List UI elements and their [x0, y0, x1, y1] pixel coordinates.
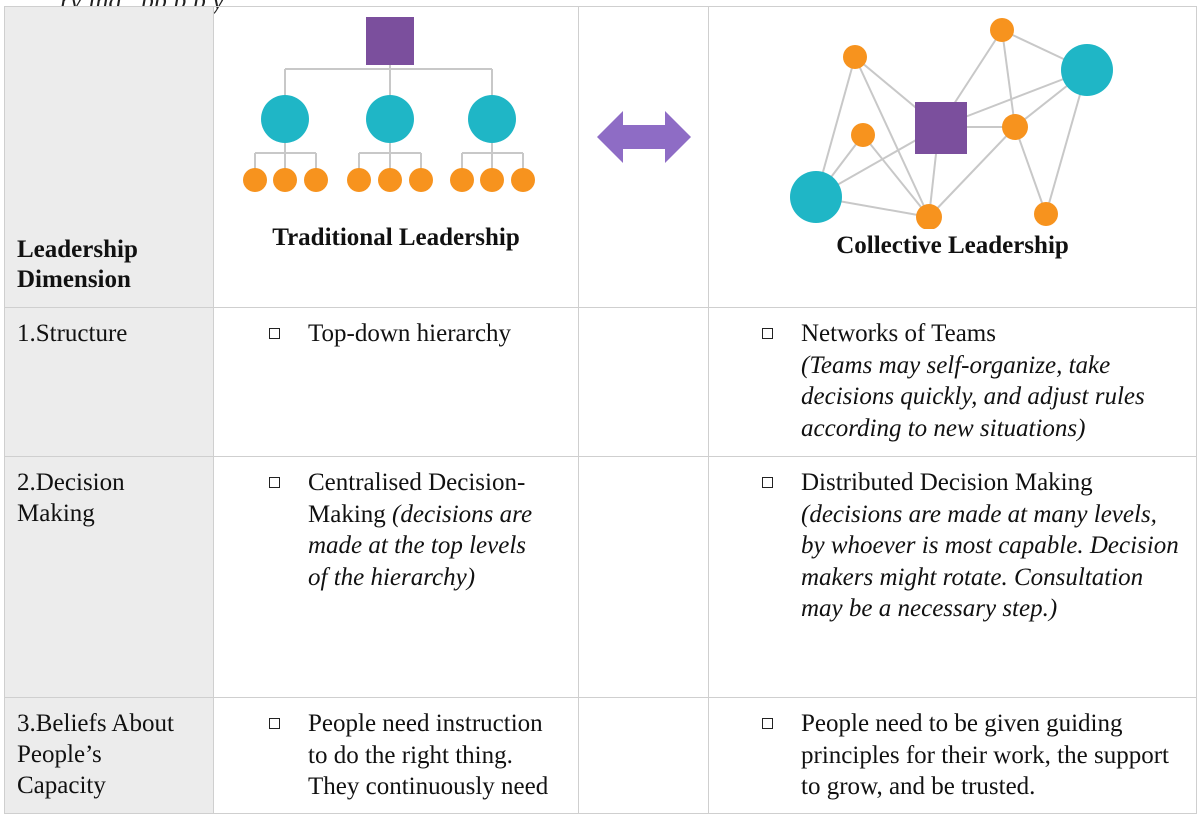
member-node [851, 123, 875, 147]
spacer-cell [578, 307, 709, 457]
traditional-header-cell: Traditional Leadership [213, 6, 579, 308]
checkbox-bullet-icon [269, 328, 280, 339]
item-text: People need to be given guiding principl… [801, 710, 1169, 800]
traditional-cell: People need instruction to do the right … [213, 697, 579, 814]
collective-cell: Networks of Teams (Teams may self-organi… [708, 307, 1197, 457]
traditional-cell: Top-down hierarchy [213, 307, 579, 457]
member-node [1034, 202, 1058, 226]
table-row: 2.Decision Making Centralised Decision-M… [4, 456, 1197, 698]
team-node [1061, 44, 1113, 96]
member-node [273, 168, 297, 192]
dimension-header: Leadership Dimension [17, 236, 138, 293]
member-node [843, 45, 867, 69]
list-item: Networks of Teams (Teams may self-organi… [709, 308, 1196, 444]
team-node [790, 171, 842, 223]
arrow-cell [578, 6, 709, 308]
member-node [990, 18, 1014, 42]
top-leader-square [366, 17, 414, 65]
item-text: Centralised Decision-Making [308, 469, 526, 528]
collective-cell: Distributed Decision Making (decisions a… [708, 456, 1197, 698]
collective-cell: People need to be given guiding principl… [708, 697, 1197, 814]
traditional-cell: Centralised Decision-Making (decisions a… [213, 456, 579, 698]
member-node [1002, 114, 1028, 140]
member-node [916, 204, 942, 229]
dimension-cell: 1.Structure [4, 307, 214, 457]
dimension-header-cell: Leadership Dimension [4, 6, 214, 308]
dimension-label: 2.Decision Making [17, 469, 125, 527]
list-item: People need instruction to do the right … [214, 698, 578, 803]
collective-title: Collective Leadership [836, 232, 1069, 259]
item-text: People need instruction to do the right … [308, 710, 549, 800]
member-node [409, 168, 433, 192]
item-note: (Teams may self-organize, take decisions… [801, 351, 1145, 442]
member-node [480, 168, 504, 192]
item-text: Networks of Teams [801, 320, 996, 347]
member-node [378, 168, 402, 192]
double-arrow-icon [597, 111, 691, 163]
checkbox-bullet-icon [762, 328, 773, 339]
list-item: Top-down hierarchy [214, 308, 578, 350]
traditional-title: Traditional Leadership [272, 224, 520, 251]
table-header-row: Leadership Dimension [4, 6, 1197, 308]
table-row: 1.Structure Top-down hierarchy Networks … [4, 307, 1197, 457]
list-item: People need to be given guiding principl… [709, 698, 1196, 803]
member-node [511, 168, 535, 192]
network-diagram [790, 18, 1113, 229]
checkbox-bullet-icon [762, 477, 773, 488]
hub-square [915, 102, 967, 154]
member-node [450, 168, 474, 192]
spacer-cell [578, 697, 709, 814]
item-note: (decisions are made at many levels, by w… [801, 500, 1179, 623]
dimension-cell: 2.Decision Making [4, 456, 214, 698]
checkbox-bullet-icon [269, 718, 280, 729]
dimension-cell: 3.Beliefs About People’s Capacity [4, 697, 214, 814]
collective-header-cell: Collective Leadership [708, 6, 1197, 308]
leadership-comparison-table: Leadership Dimension [4, 6, 1197, 814]
manager-node [468, 95, 516, 143]
member-node [347, 168, 371, 192]
member-node [304, 168, 328, 192]
manager-node [366, 95, 414, 143]
checkbox-bullet-icon [762, 718, 773, 729]
item-text: Distributed Decision Making [801, 469, 1093, 496]
checkbox-bullet-icon [269, 477, 280, 488]
table-row: 3.Beliefs About People’s Capacity People… [4, 697, 1197, 814]
member-node [243, 168, 267, 192]
dimension-label: 1.Structure [17, 320, 128, 347]
list-item: Centralised Decision-Making (decisions a… [214, 457, 578, 593]
spacer-cell [578, 456, 709, 698]
item-note: (decisions are made at the top levels of… [308, 500, 533, 591]
hierarchy-diagram [243, 17, 535, 192]
manager-node [261, 95, 309, 143]
list-item: Distributed Decision Making (decisions a… [709, 457, 1196, 625]
dimension-label: 3.Beliefs About People’s Capacity [17, 710, 174, 799]
item-text: Top-down hierarchy [308, 320, 512, 347]
